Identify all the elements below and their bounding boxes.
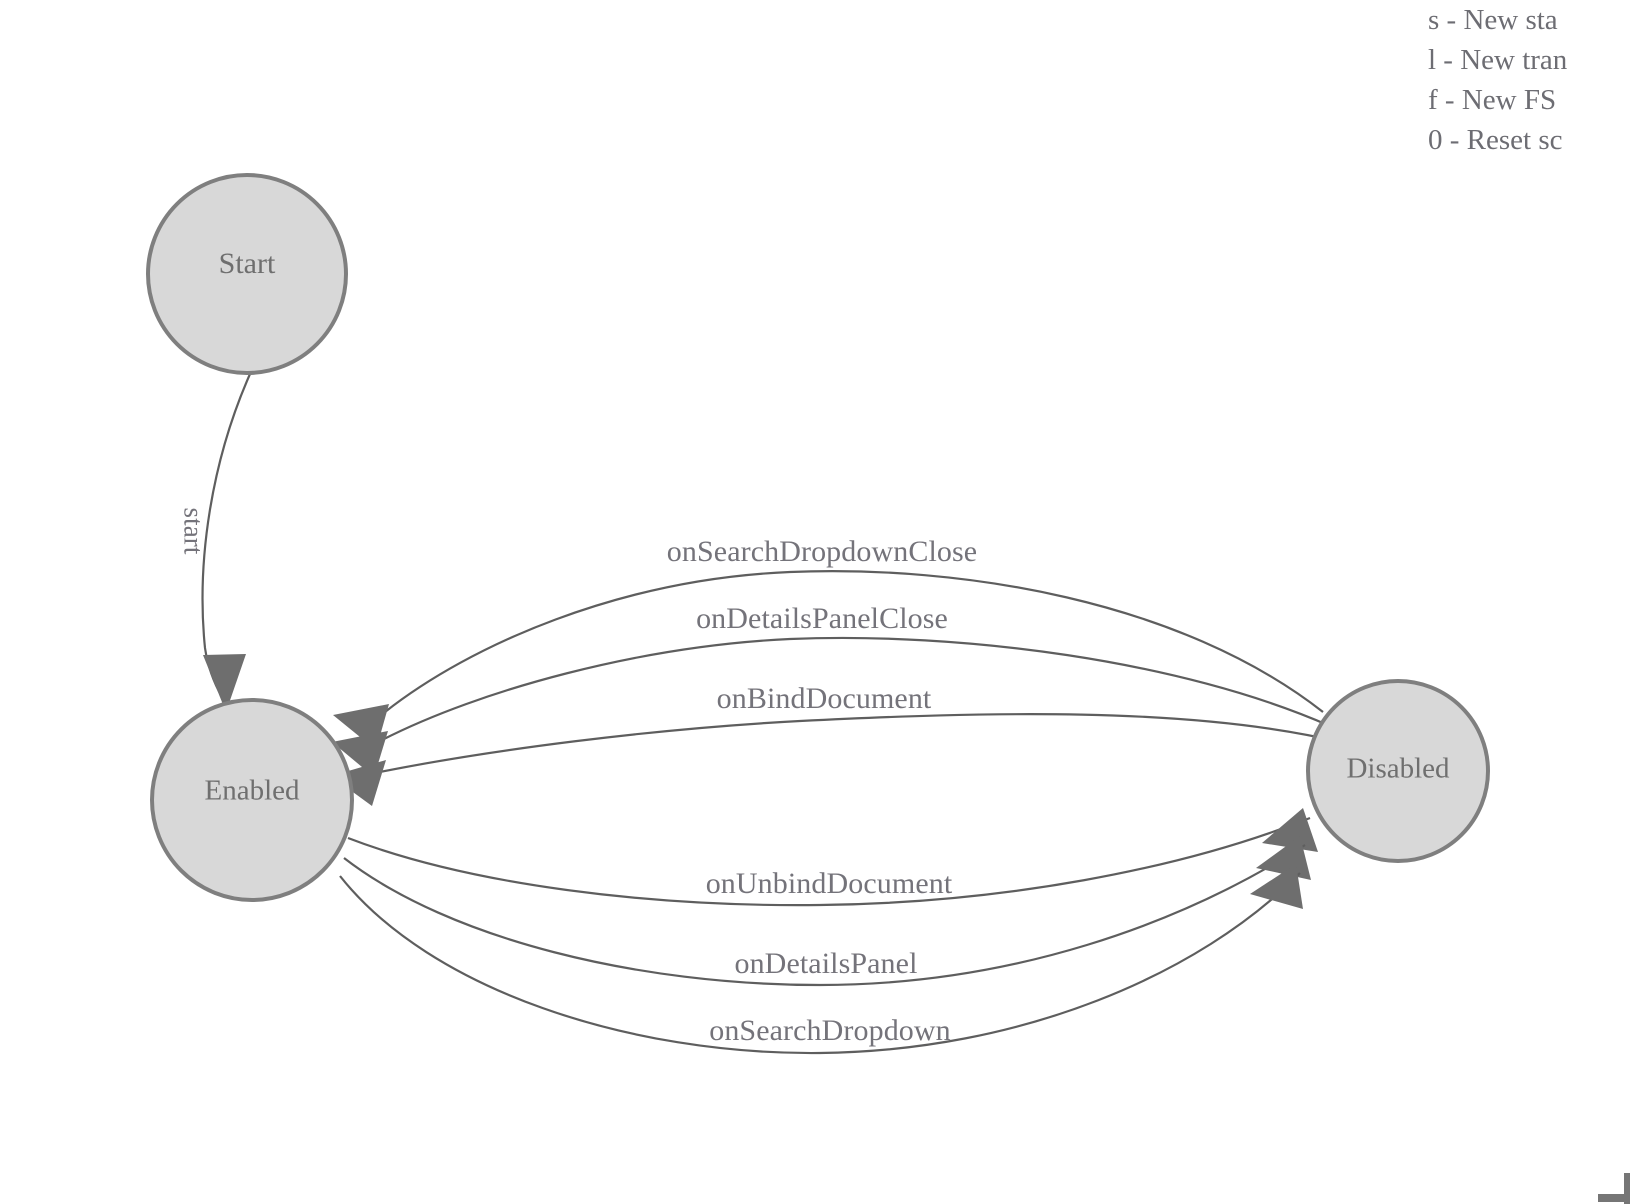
edge-label-on-details-panel-close[interactable]: onDetailsPanelClose	[696, 602, 948, 635]
edge-group-start-to-enabled	[201, 373, 252, 712]
edge-group-disabled-to-enabled	[331, 570, 1341, 806]
node-start-label: Start	[219, 247, 276, 280]
arrowhead-start	[203, 654, 246, 712]
help-line-reset-scale: 0 - Reset sc	[1428, 124, 1563, 156]
edge-label-on-search-dropdown-close[interactable]: onSearchDropdownClose	[666, 535, 978, 568]
node-disabled-circle[interactable]	[1306, 679, 1490, 863]
arrowhead-on-search-dropdown	[1250, 864, 1303, 909]
edge-on-details-panel[interactable]	[343, 844, 1306, 987]
edge-on-search-dropdown-close[interactable]	[384, 570, 1324, 713]
horizontal-scrollbar-thumb[interactable]	[1598, 1194, 1626, 1202]
edge-label-on-search-dropdown[interactable]: onSearchDropdown	[709, 1014, 951, 1047]
node-start[interactable]: Start	[146, 173, 348, 375]
node-enabled[interactable]: Enabled	[150, 698, 354, 902]
help-overlay: s - New sta l - New tran f - New FS 0 - …	[1428, 0, 1632, 160]
help-line-new-transition: l - New tran	[1428, 44, 1568, 76]
edge-label-on-bind-document[interactable]: onBindDocument	[716, 682, 932, 715]
arrowhead-on-unbind-document	[1262, 808, 1318, 852]
arrowhead-on-bind-document	[331, 760, 386, 806]
edge-start[interactable]	[201, 373, 252, 698]
node-start-circle[interactable]	[146, 173, 348, 375]
edge-label-on-details-panel[interactable]: onDetailsPanel	[734, 947, 918, 980]
edge-on-search-dropdown[interactable]	[339, 872, 1301, 1055]
edge-on-unbind-document[interactable]	[347, 816, 1311, 907]
node-disabled-label: Disabled	[1346, 753, 1450, 785]
node-disabled[interactable]: Disabled	[1306, 679, 1490, 863]
vertical-scrollbar-thumb[interactable]	[1624, 1173, 1630, 1204]
help-line-new-state: s - New sta	[1428, 4, 1558, 36]
edge-label-on-unbind-document[interactable]: onUnbindDocument	[705, 867, 953, 900]
edge-label-start[interactable]: start	[178, 507, 209, 555]
edge-on-bind-document[interactable]	[379, 713, 1341, 774]
edge-group-enabled-to-disabled	[339, 808, 1318, 1055]
node-enabled-label: Enabled	[204, 775, 300, 807]
arrowhead-on-details-panel	[1256, 836, 1311, 880]
node-enabled-circle[interactable]	[150, 698, 354, 902]
help-line-new-fsm: f - New FS	[1428, 84, 1557, 116]
edge-on-details-panel-close[interactable]	[381, 636, 1331, 741]
